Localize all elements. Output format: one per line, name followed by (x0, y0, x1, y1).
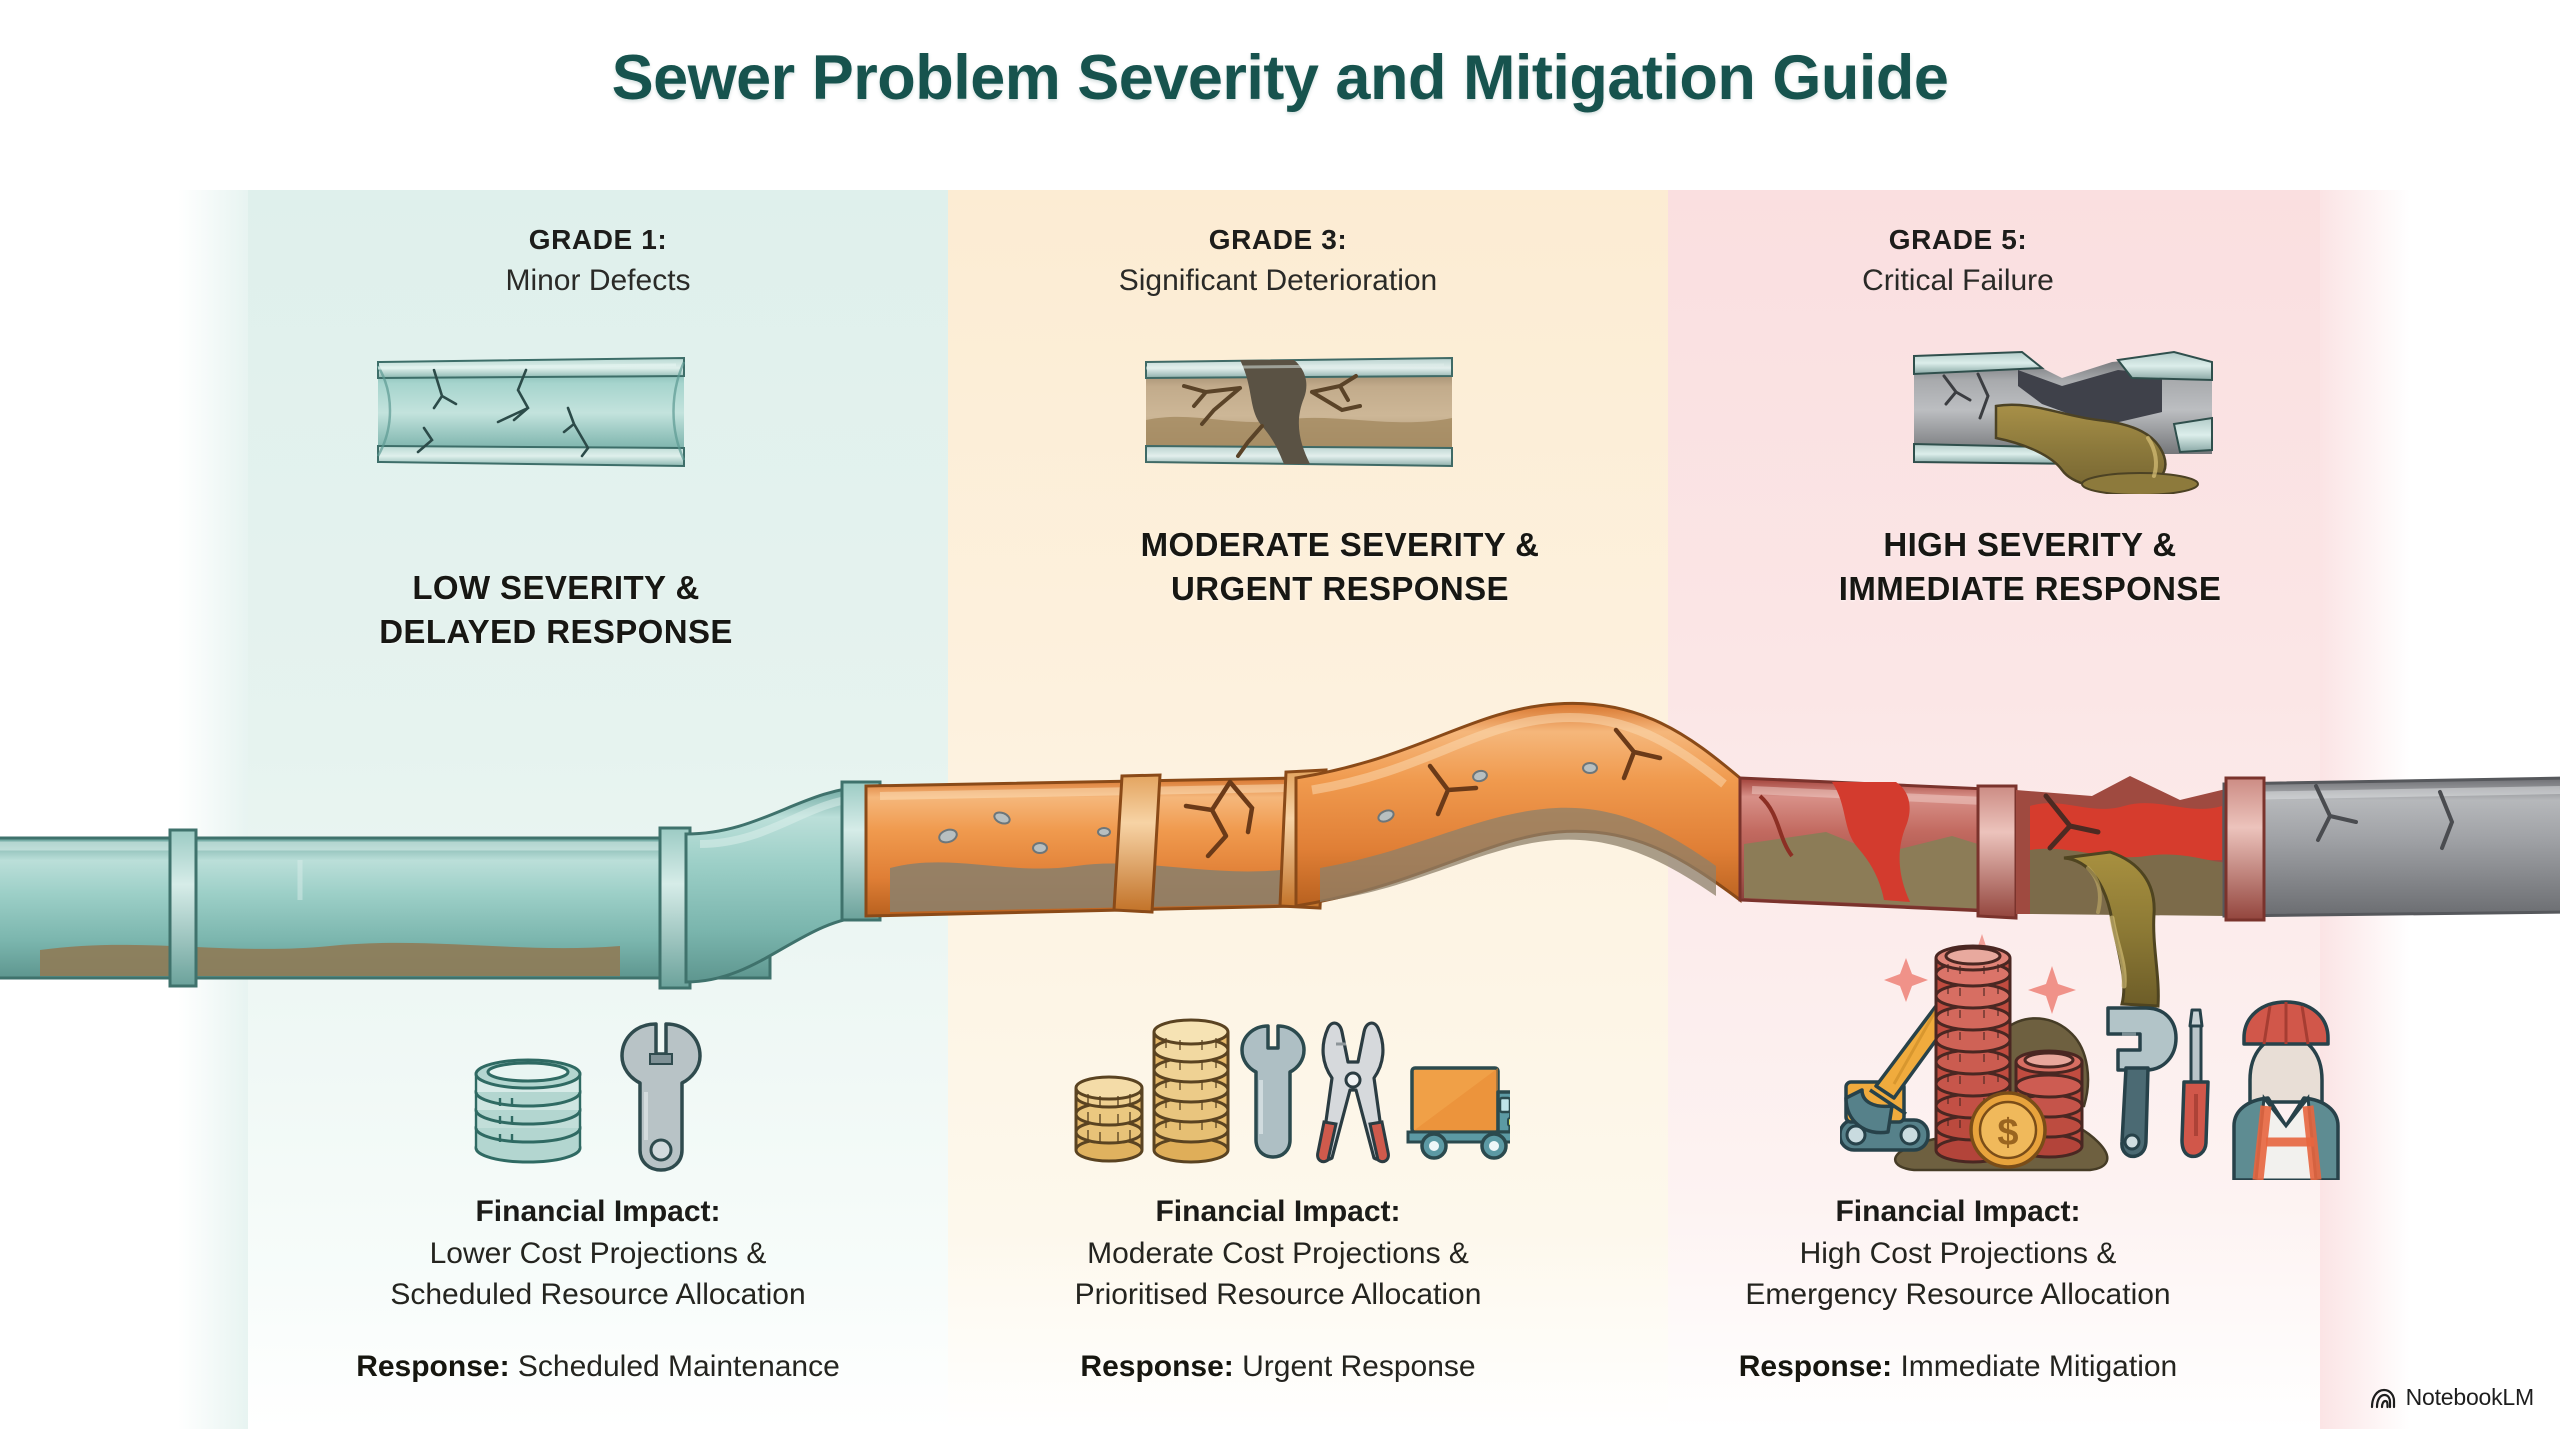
notebooklm-spiral-icon (2370, 1388, 2395, 1408)
response-label-3: Response: (1080, 1350, 1234, 1383)
pipe-segment-grade-1 (0, 826, 772, 990)
grade-name-5: Critical Failure (1862, 264, 2054, 297)
construction-worker-icon (2232, 1000, 2340, 1182)
severity-banner-grade-1: LOW SEVERITY & DELAYED RESPONSE (226, 566, 886, 654)
column-heading-grade-5: GRADE 5: Critical Failure (1628, 222, 2288, 300)
financial-line-3b: Prioritised Resource Allocation (1074, 1277, 1482, 1311)
screwdriver-icon (2180, 1008, 2210, 1159)
grade-name-1: Minor Defects (505, 264, 691, 297)
financial-impact-grade-1: Financial Impact: Lower Cost Projections… (258, 1192, 938, 1315)
sample-pipe-grade-1 (376, 348, 686, 476)
excavator-icon (1838, 1004, 1954, 1152)
band-fade-left (178, 190, 258, 1429)
financial-label-1: Financial Impact: (475, 1195, 721, 1228)
grade-label-5: GRADE 5: (1888, 224, 2028, 255)
response-grade-1: Response: Scheduled Maintenance (258, 1350, 938, 1384)
response-value-3: Urgent Response (1242, 1350, 1476, 1383)
pipe-segment-grade-3 (864, 768, 1328, 918)
column-heading-grade-3: GRADE 3: Significant Deterioration (948, 222, 1608, 300)
financial-icons-grade-3 (1070, 1000, 1516, 1180)
severity-banner-grade-3: MODERATE SEVERITY & URGENT RESPONSE (1010, 523, 1670, 611)
watermark-label: NotebookLM (2405, 1384, 2535, 1410)
severity-line-1b: DELAYED RESPONSE (379, 612, 733, 650)
response-grade-5: Response: Immediate Mitigation (1618, 1350, 2298, 1384)
response-label-5: Response: (1738, 1350, 1893, 1383)
pipe-wrench-icon (2106, 1006, 2178, 1159)
response-value-5: Immediate Mitigation (1900, 1350, 2178, 1383)
severity-line-3b: URGENT RESPONSE (1171, 569, 1509, 607)
response-label-1: Response: (356, 1350, 510, 1383)
main-pipeline-illustration (0, 701, 2560, 1008)
financial-line-1b: Scheduled Resource Allocation (390, 1277, 806, 1311)
severity-banner-grade-5: HIGH SEVERITY & IMMEDIATE RESPONSE (1700, 523, 2360, 611)
financial-label-3: Financial Impact: (1155, 1195, 1401, 1228)
svg-text:$: $ (1997, 1112, 2018, 1154)
grade-name-3: Significant Deterioration (1118, 264, 1438, 297)
severity-line-3a: MODERATE SEVERITY & (1140, 526, 1540, 563)
pliers-icon (1316, 1021, 1390, 1164)
financial-line-5b: Emergency Resource Allocation (1745, 1277, 2171, 1311)
dollar-coin-icon: $ (1969, 1091, 2047, 1169)
truck-icon (1406, 1066, 1516, 1160)
response-grade-3: Response: Urgent Response (938, 1350, 1618, 1384)
sample-pipe-grade-5 (1912, 334, 2242, 496)
financial-impact-grade-5: Financial Impact: High Cost Projections … (1618, 1192, 2298, 1315)
response-value-1: Scheduled Maintenance (517, 1350, 840, 1383)
financial-impact-grade-3: Financial Impact: Moderate Cost Projecti… (938, 1192, 1618, 1315)
coin-stack-tall-icon (1152, 1018, 1230, 1164)
financial-line-3a: Moderate Cost Projections & (1087, 1236, 1469, 1270)
severity-line-5b: IMMEDIATE RESPONSE (1838, 569, 2222, 607)
wrench-icon (1240, 1024, 1306, 1159)
column-heading-grade-1: GRADE 1: Minor Defects (268, 222, 928, 300)
financial-label-5: Financial Impact: (1835, 1195, 2081, 1228)
financial-line-1a: Lower Cost Projections & (429, 1236, 767, 1270)
coin-stack-short-icon (1074, 1075, 1144, 1163)
sample-pipe-grade-3 (1144, 348, 1454, 476)
grade-label-1: GRADE 1: (528, 224, 668, 255)
financial-icons-grade-1 (450, 1010, 750, 1180)
wrench-icon (620, 1022, 702, 1172)
severity-line-1a: LOW SEVERITY & (412, 569, 700, 606)
grade-label-3: GRADE 3: (1208, 224, 1348, 255)
notebooklm-watermark: NotebookLM (2369, 1384, 2534, 1411)
financial-icons-grade-5: $ (1838, 930, 2340, 1182)
coin-stack-icon (474, 1058, 582, 1164)
pipe-bend-grade-3 (1294, 701, 1742, 908)
page-title: Sewer Problem Severity and Mitigation Gu… (611, 43, 1949, 113)
pipe-taper-1-3 (684, 780, 892, 984)
severity-line-5a: HIGH SEVERITY & (1883, 526, 2177, 563)
pipe-segment-grade-5 (1738, 776, 2560, 1008)
financial-line-5a: High Cost Projections & (1799, 1236, 2117, 1270)
